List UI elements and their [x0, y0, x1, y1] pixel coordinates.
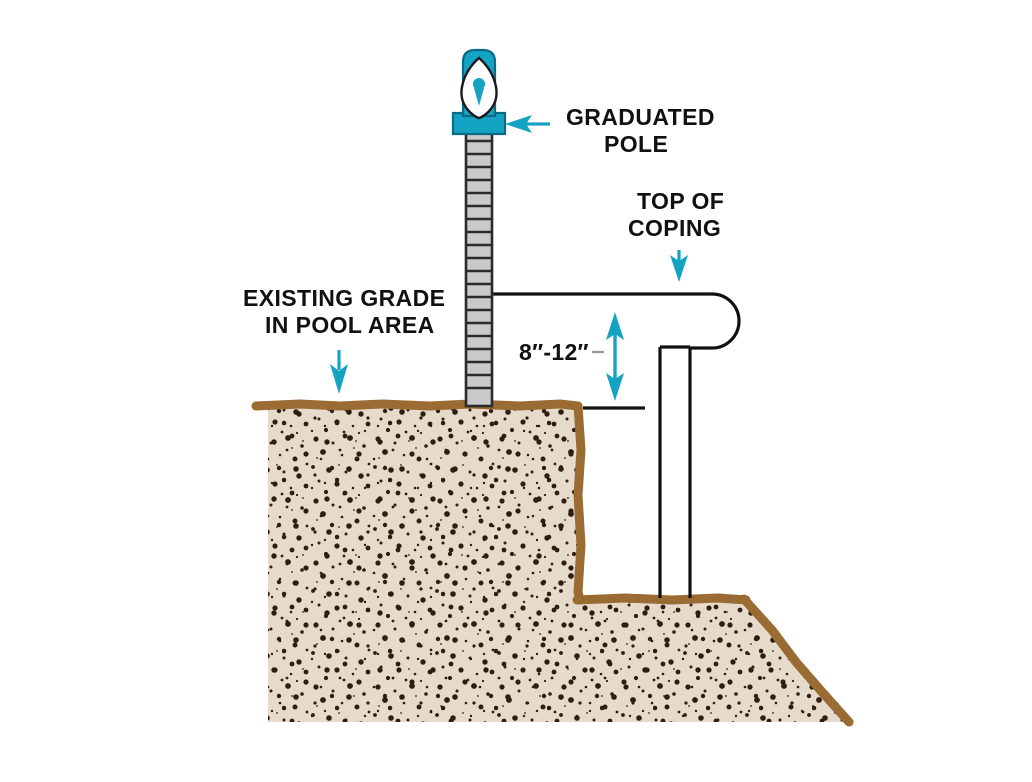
graduated-pole-label-line1: GRADUATED	[566, 104, 715, 130]
graduated-pole	[451, 48, 507, 408]
existing-grade-arrow-head	[330, 364, 348, 394]
pole-shaft	[464, 126, 494, 408]
dimension-label: 8″-12″	[519, 339, 589, 365]
graduated-pole-arrow-head	[505, 115, 532, 133]
top-of-coping-label-line1: TOP OF	[637, 188, 724, 214]
top-of-coping-label-line2: COPING	[628, 215, 721, 241]
top-of-coping-arrow-head	[670, 255, 688, 282]
pool-wall	[658, 345, 692, 598]
existing-grade-line	[251, 399, 583, 411]
dimension-arrow	[606, 312, 624, 401]
annotation-graduated-pole: GRADUATED POLE	[505, 104, 715, 157]
pool-floor-grade-line	[572, 593, 751, 605]
annotation-existing-grade: EXISTING GRADE IN POOL AREA	[243, 285, 445, 394]
existing-grade-label-line2: IN POOL AREA	[265, 312, 435, 338]
graduated-pole-label-line2: POLE	[604, 131, 668, 157]
dimension-arrow-head-down	[606, 373, 624, 401]
soil-slope-line	[739, 594, 854, 727]
bubble-level-pointer	[474, 88, 484, 106]
existing-grade-label-line1: EXISTING GRADE	[243, 285, 445, 311]
soil-vertical-face	[573, 401, 586, 605]
coping-bullnose	[710, 292, 741, 350]
bubble-level-indicator	[473, 78, 485, 90]
dimension-arrow-head-up	[606, 312, 624, 340]
annotation-top-of-coping: TOP OF COPING	[628, 188, 724, 282]
pole-graduations	[466, 139, 492, 390]
soil-mass	[251, 399, 855, 727]
soil-speckle-overlay	[268, 405, 855, 722]
coping	[490, 292, 741, 350]
